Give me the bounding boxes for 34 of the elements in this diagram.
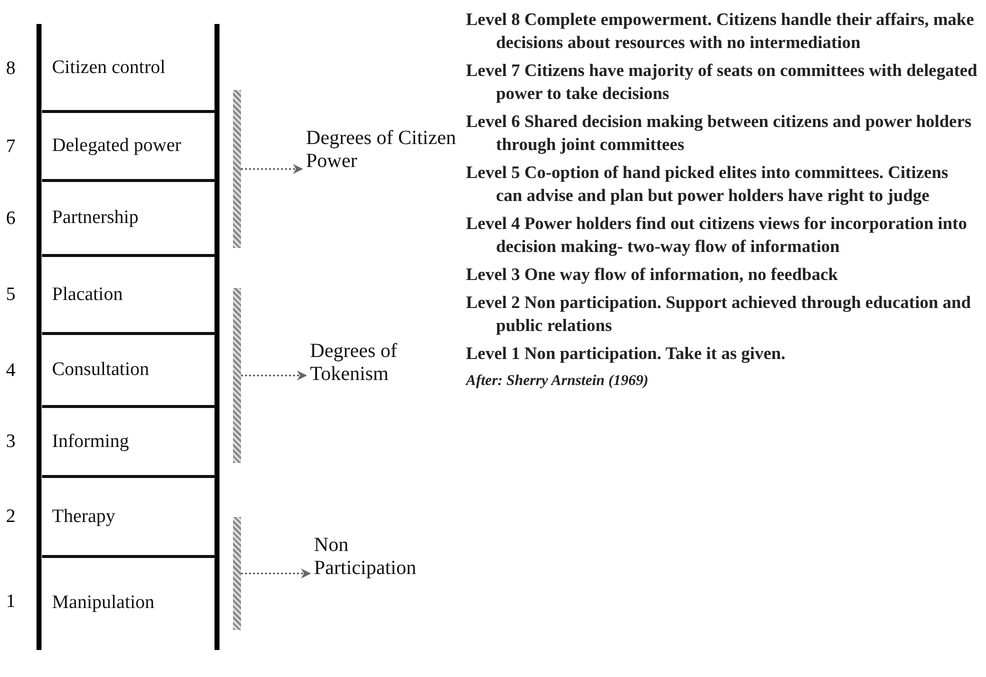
level-description: Level 1 Non participation. Take it as given. xyxy=(466,342,786,365)
level-description: Level 2 Non participation. Support achieved through education and public relations xyxy=(466,291,972,337)
arrow xyxy=(241,568,311,578)
rung-label: Delegated power xyxy=(52,135,182,157)
level-description: Level 3 One way flow of information, no feedback xyxy=(466,263,839,286)
level-description: Level 7 Citizens have majority of seats on committees with delegated power to take decisions xyxy=(466,59,978,105)
level-number: 8 xyxy=(6,58,16,80)
rung-label: Citizen control xyxy=(52,57,166,79)
level-description: Level 6 Shared decision making between citizens and power holders through joint committees xyxy=(466,110,972,156)
group-label: Degrees of Tokenism xyxy=(310,340,398,385)
level-description: Level 4 Power holders find out citizens views for incorporation into decision making- two-way flow of information xyxy=(466,212,968,258)
arrow xyxy=(241,370,307,380)
bracket-bar xyxy=(233,288,241,463)
bracket-bar xyxy=(233,90,241,248)
level-number: 7 xyxy=(6,136,16,158)
rung-label: Consultation xyxy=(52,359,150,381)
group-label: Non Participation xyxy=(314,534,416,579)
rung-label: Therapy xyxy=(52,506,116,528)
rung-label: Informing xyxy=(52,430,130,452)
rung-label: Placation xyxy=(52,284,123,306)
level-number: 3 xyxy=(6,431,16,453)
rung-label: Partnership xyxy=(52,207,139,229)
level-description: Level 5 Co-option of hand picked elites into committees. Citizens can advise and plan but power holders have right to judge xyxy=(466,161,950,207)
arrow xyxy=(241,164,303,174)
level-description: Level 8 Complete empowerment. Citizens handle their affairs, make decisions about resources with no intermediation xyxy=(466,8,976,54)
group-label: Degrees of Citizen Power xyxy=(306,127,456,172)
level-number: 5 xyxy=(6,284,16,306)
caption: After: Sherry Arnstein (1969) xyxy=(466,372,650,391)
bracket-bar xyxy=(233,517,241,630)
level-number: 1 xyxy=(6,591,16,613)
level-number: 6 xyxy=(6,208,16,230)
rung-label: Manipulation xyxy=(52,592,154,614)
level-number: 2 xyxy=(6,506,16,528)
level-number: 4 xyxy=(6,360,16,382)
